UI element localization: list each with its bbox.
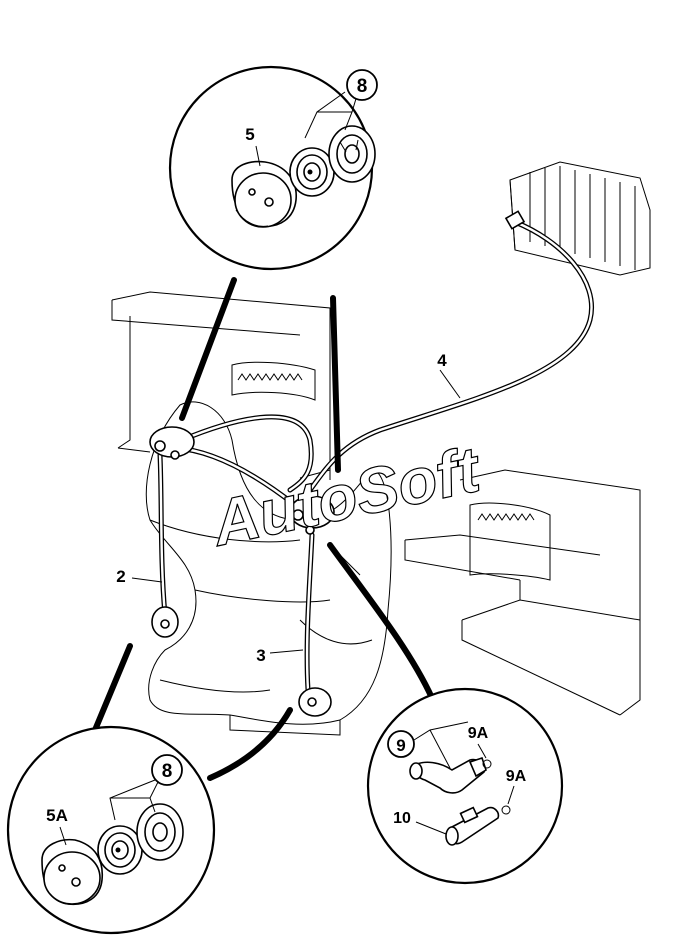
label-5a: 5A (46, 806, 68, 825)
detail-circle-top: 8 5 (168, 65, 378, 271)
hose-assembly (149, 210, 594, 717)
label-8-top: 8 (357, 76, 368, 97)
label-3: 3 (256, 646, 265, 665)
fitting-part-10 (445, 805, 511, 846)
label-9a-lower: 9A (506, 768, 527, 785)
label-4: 4 (437, 351, 447, 370)
label-9a-upper: 9A (468, 725, 489, 742)
elbow-fitting-part-9 (409, 756, 492, 794)
label-5: 5 (245, 125, 254, 144)
label-2: 2 (116, 567, 125, 586)
bearing-part-8-bottom (97, 803, 184, 875)
label-8-bottom: 8 (162, 761, 173, 782)
label-9: 9 (396, 736, 405, 755)
detail-circle-bottom-right: 9 9A 9A 10 (366, 687, 564, 885)
cap-part-5 (231, 160, 297, 228)
callout-pointers (131, 369, 461, 654)
leader-lines (92, 277, 435, 781)
label-10: 10 (393, 810, 411, 827)
bearing-part-8-top (289, 125, 376, 197)
cap-part-5a (41, 838, 104, 906)
detail-circle-bottom-left: 8 5A (6, 725, 216, 935)
